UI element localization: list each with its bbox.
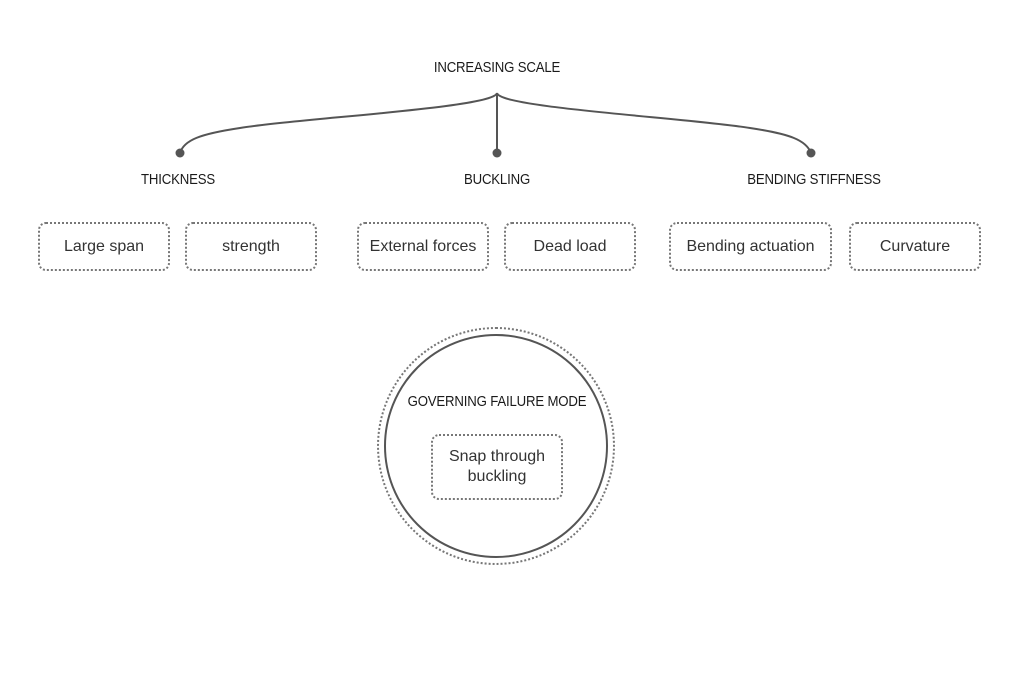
connector-bending-stiffness [496, 92, 812, 154]
branch-label-bending-stiffness: BENDING STIFFNESS [747, 171, 881, 188]
tag-large-span: Large span [38, 222, 170, 271]
tag-curvature: Curvature [849, 222, 981, 271]
tag-bending-actuation: Bending actuation [669, 222, 832, 271]
node-dot-thickness [175, 148, 185, 158]
failure-mode-circle-inner [384, 334, 608, 558]
node-dot-bending-stiffness [806, 148, 816, 158]
tag-snap-through-buckling: Snap through buckling [431, 434, 563, 500]
connector-thickness [179, 92, 498, 154]
branch-label-buckling: BUCKLING [463, 171, 531, 188]
tag-dead-load: Dead load [504, 222, 636, 271]
branch-label-thickness: THICKNESS [141, 171, 215, 188]
root-label: INCREASING SCALE [433, 59, 561, 76]
tag-strength: strength [185, 222, 317, 271]
tag-external-forces: External forces [357, 222, 489, 271]
failure-mode-label: GOVERNING FAILURE MODE [407, 393, 587, 410]
node-dot-buckling [492, 148, 502, 158]
failure-mode-circle-outer [377, 327, 615, 565]
